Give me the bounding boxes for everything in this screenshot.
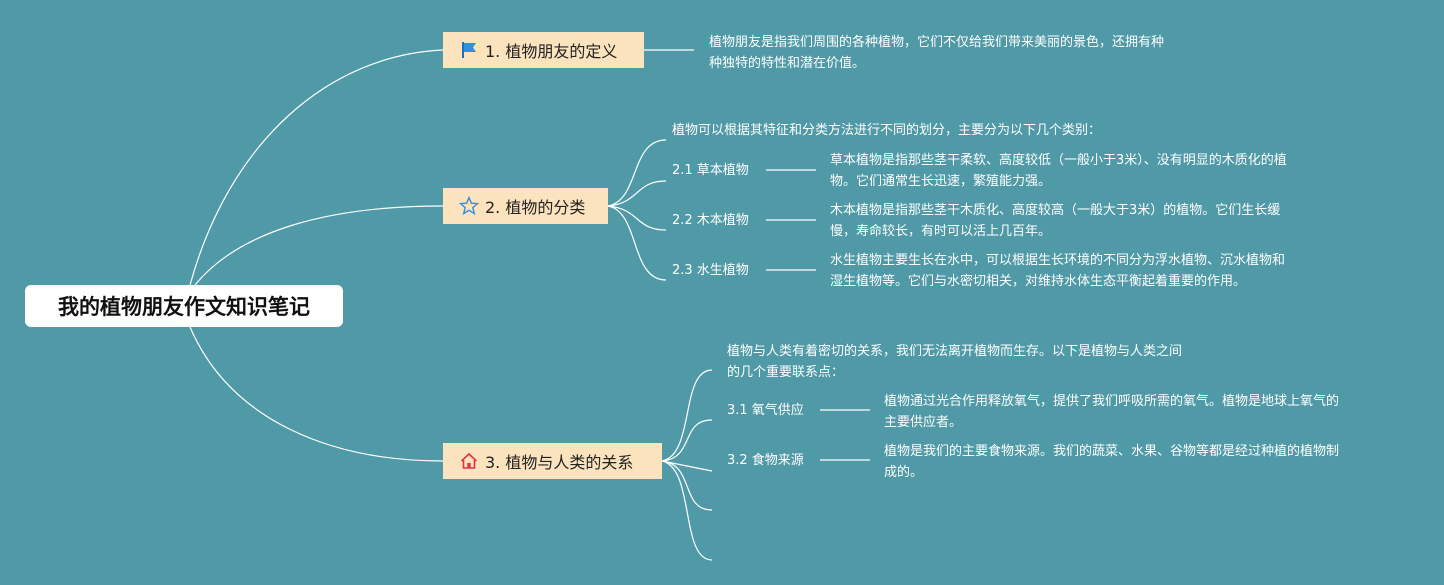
detail-line: 植物通过光合作用释放氧气，提供了我们呼吸所需的氧气。植物是地球上氧气的 [884,394,1340,409]
definition-detail: 植物朋友是指我们周围的各种植物，它们不仅给我们带来美丽的景色，还拥有种 种独特的… [709,32,1164,74]
relationship-intro: 植物与人类有着密切的关系，我们无法离开植物而生存。以下是植物与人类之间 的几个重… [727,341,1182,383]
detail-line: 的几个重要联系点： [727,365,845,380]
detail-line: 种独特的特性和潜在价值。 [709,56,866,71]
detail-line: 植物与人类有着密切的关系，我们无法离开植物而生存。以下是植物与人类之间 [727,344,1183,359]
link-b3-e2 [661,460,713,561]
detail-line: 成的。 [884,465,924,480]
root-topic[interactable]: 我的植物朋友作文知识笔记 [25,285,343,327]
subtopic-label: 2.2 木本植物 [672,213,749,228]
detail-line: 草本植物是指那些茎干柔软、高度较低（一般小于3米）、没有明显的木质化的植 [830,153,1287,168]
detail-line: 主要供应者。 [884,415,963,430]
subtopic-label: 2.1 草本植物 [672,163,749,178]
link-root-b3 [189,326,444,462]
woody-detail: 木本植物是指那些茎干木质化、高度较高（一般大于3米）的植物。它们生长缓 慢，寿命… [830,200,1280,242]
link-b2-s3 [607,205,667,281]
detail-line: 物。它们通常生长迅速，繁殖能力强。 [830,174,1052,189]
link-b3-intro [661,369,713,462]
subtopic-food[interactable]: 3.2 食物来源 [727,450,804,471]
subtopic-label: 3.1 氧气供应 [727,403,804,418]
subtopic-woody[interactable]: 2.2 木本植物 [672,210,749,231]
flag-icon [459,40,479,60]
link-root-b2 [194,205,444,286]
branch-label: 2. 植物的分类 [485,198,586,217]
classification-intro: 植物可以根据其特征和分类方法进行不同的划分，主要分为以下几个类别： [672,120,1101,141]
oxygen-detail: 植物通过光合作用释放氧气，提供了我们呼吸所需的氧气。植物是地球上氧气的 主要供应… [884,391,1339,433]
link-b3-e1 [661,460,713,511]
branch-label: 1. 植物朋友的定义 [485,42,618,61]
link-b2-s1 [607,180,667,207]
star-icon [459,196,479,216]
food-detail: 植物是我们的主要食物来源。我们的蔬菜、水果、谷物等都是经过种植的植物制 成的。 [884,441,1339,483]
detail-line: 湿生植物等。它们与水密切相关，对维持水体生态平衡起着重要的作用。 [830,274,1247,289]
herb-detail: 草本植物是指那些茎干柔软、高度较低（一般小于3米）、没有明显的木质化的植 物。它… [830,150,1287,192]
link-root-b1 [189,49,444,286]
link-b2-s2 [607,205,667,231]
aquatic-detail: 水生植物主要生长在水中，可以根据生长环境的不同分为浮水植物、沉水植物和 湿生植物… [830,250,1285,292]
detail-line: 水生植物主要生长在水中，可以根据生长环境的不同分为浮水植物、沉水植物和 [830,253,1286,268]
home-icon [459,451,479,471]
subtopic-label: 3.2 食物来源 [727,453,804,468]
detail-line: 慢，寿命较长，有时可以活上几百年。 [830,224,1052,239]
detail-line: 植物是我们的主要食物来源。我们的蔬菜、水果、谷物等都是经过种植的植物制 [884,444,1340,459]
branch-label: 3. 植物与人类的关系 [485,453,634,472]
subtopic-herb[interactable]: 2.1 草本植物 [672,160,749,181]
root-title: 我的植物朋友作文知识笔记 [58,295,310,319]
branch-definition[interactable]: 1. 植物朋友的定义 [443,32,644,68]
link-b3-s1 [661,419,713,462]
branch-relationship[interactable]: 3. 植物与人类的关系 [443,443,662,479]
subtopic-oxygen[interactable]: 3.1 氧气供应 [727,400,804,421]
branch-classification[interactable]: 2. 植物的分类 [443,188,608,224]
detail-line: 木本植物是指那些茎干木质化、高度较高（一般大于3米）的植物。它们生长缓 [830,203,1281,218]
detail-line: 植物可以根据其特征和分类方法进行不同的划分，主要分为以下几个类别： [672,123,1102,138]
subtopic-aquatic[interactable]: 2.3 水生植物 [672,260,749,281]
link-b2-intro [607,139,667,207]
subtopic-label: 2.3 水生植物 [672,263,749,278]
detail-line: 植物朋友是指我们周围的各种植物，它们不仅给我们带来美丽的景色，还拥有种 [709,35,1165,50]
